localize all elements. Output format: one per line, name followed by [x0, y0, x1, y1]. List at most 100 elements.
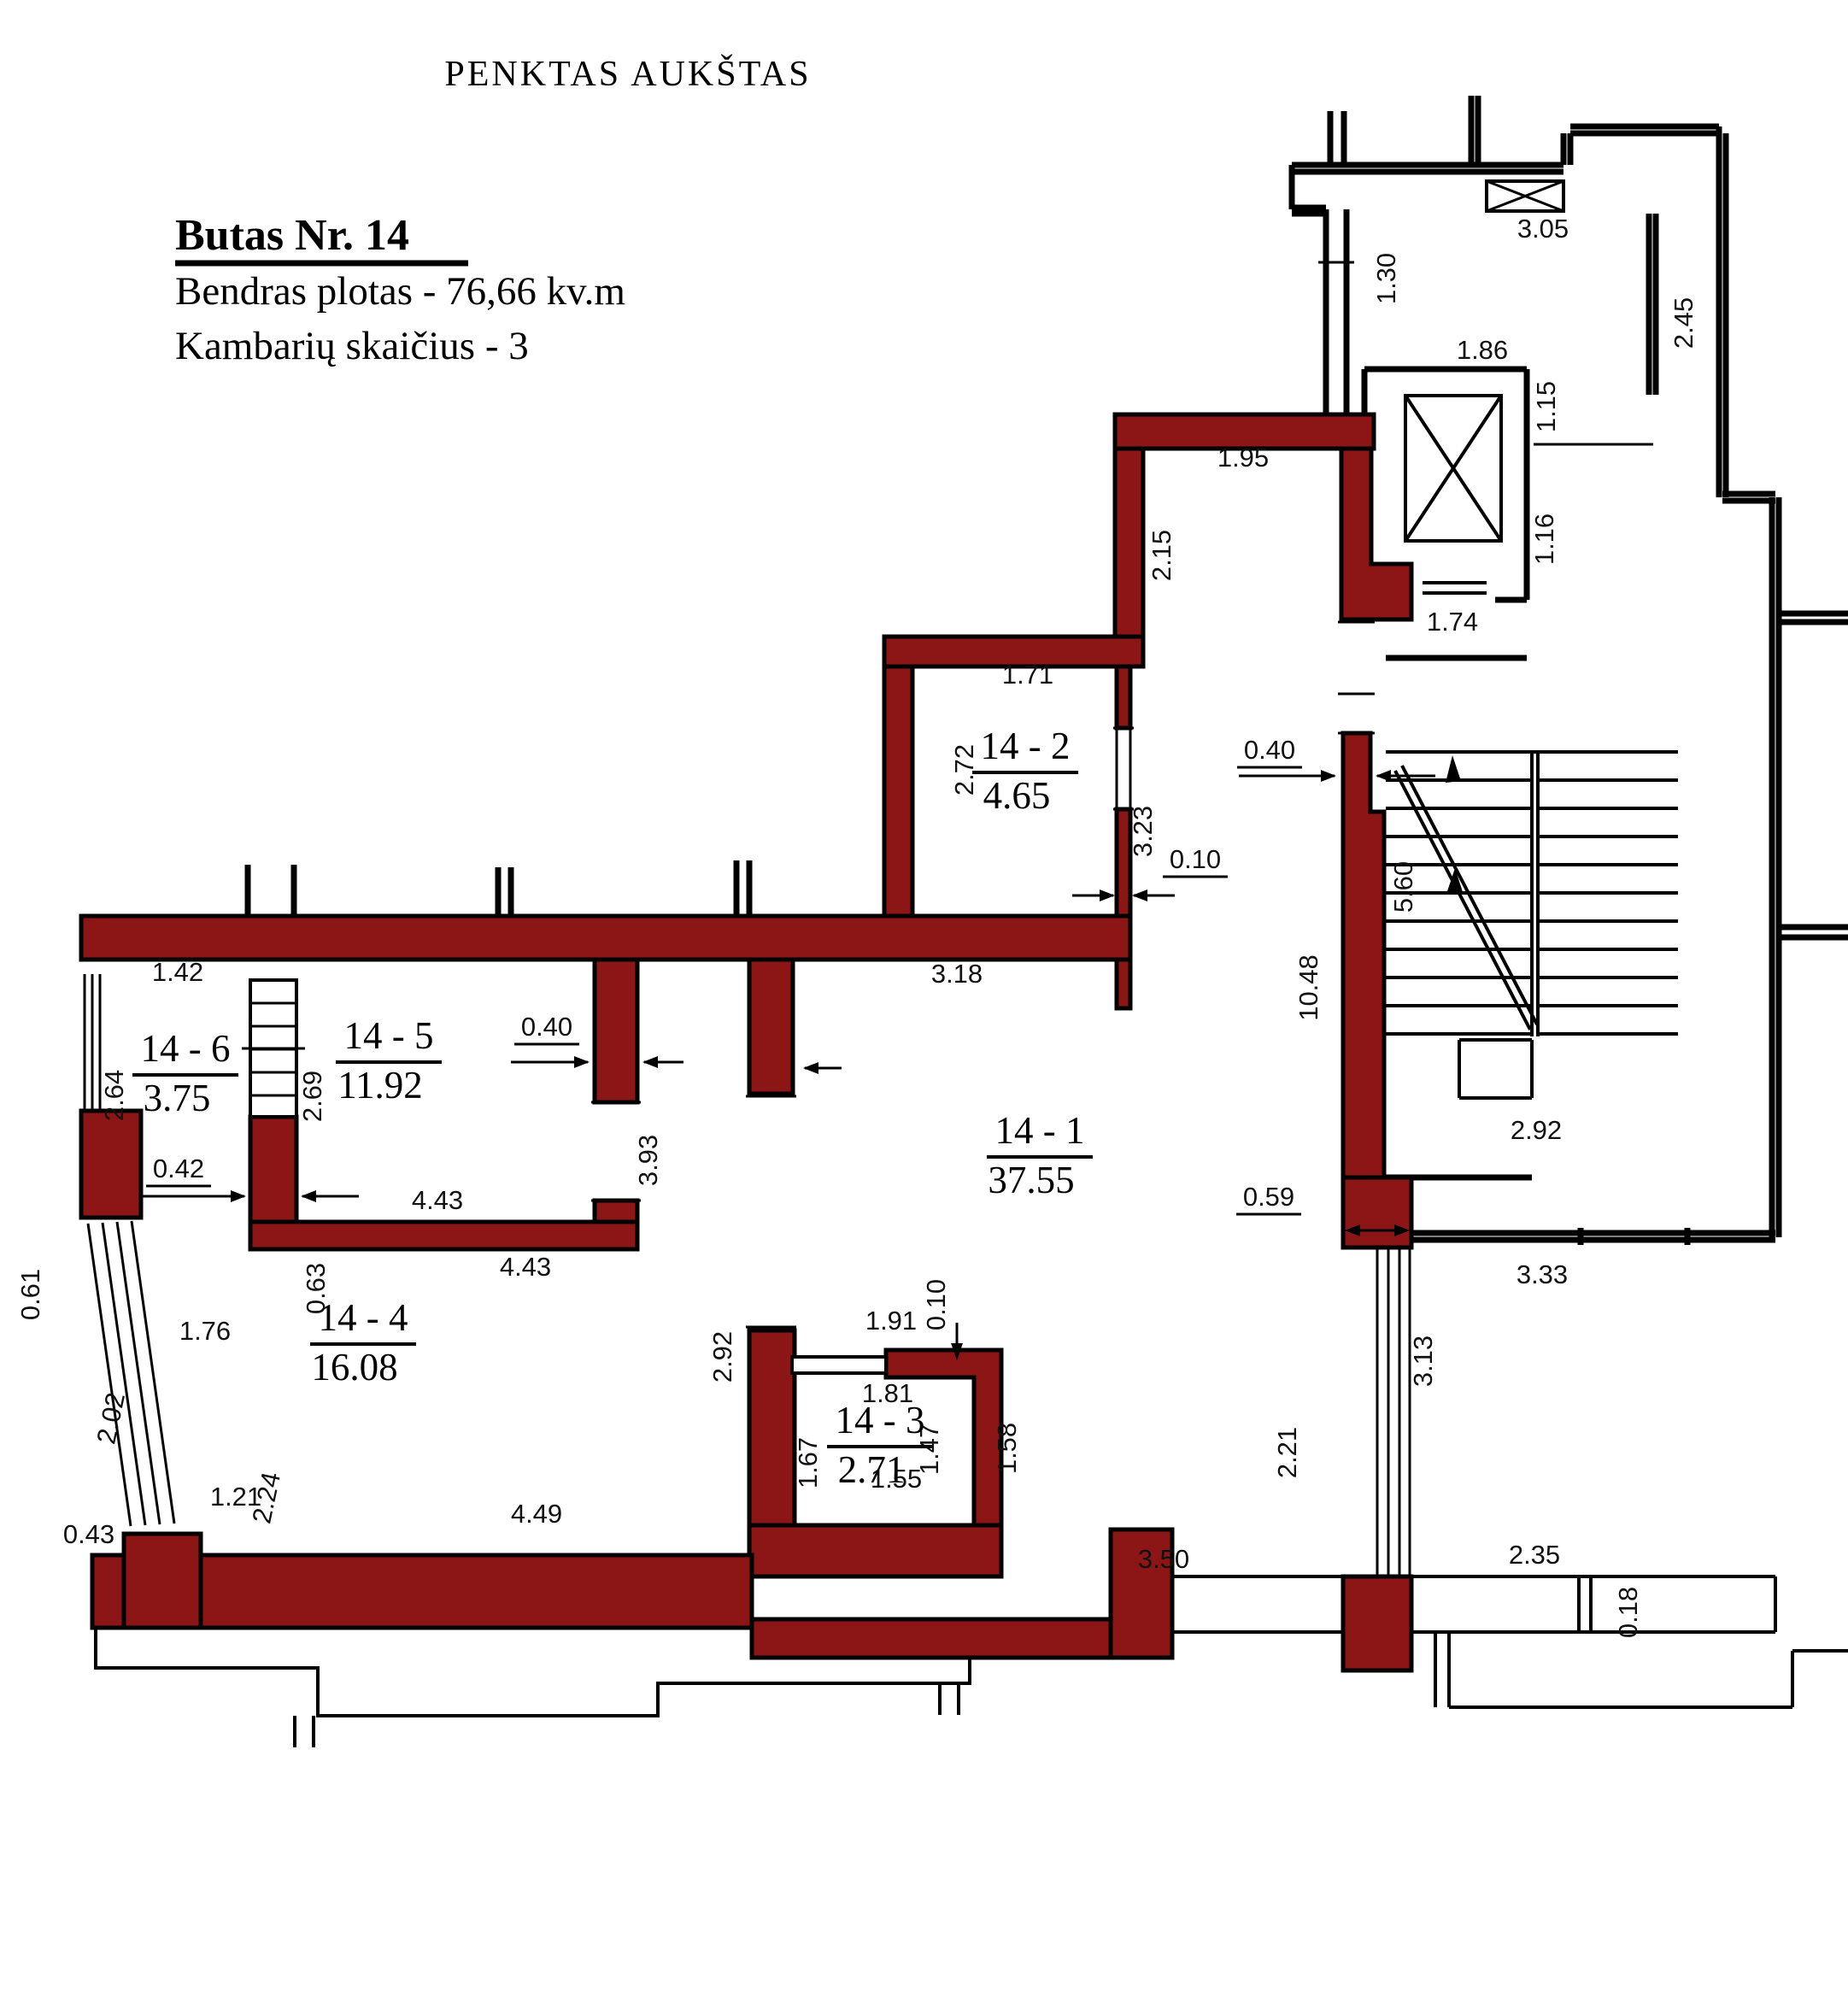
dimension-label: 4.49 [511, 1499, 562, 1529]
stairwell-east-wall [1769, 497, 1848, 1237]
room-number-label: 14 - 2 [981, 725, 1071, 767]
dimension-label: 2.02 [91, 1390, 131, 1447]
dimension-label: 1.76 [179, 1316, 231, 1346]
elevator-door-icon [1423, 581, 1487, 595]
dimension-label: 3.05 [1517, 214, 1569, 244]
stair-direction-line [1393, 765, 1539, 1030]
dimension-label: 0.40 [1244, 735, 1295, 765]
dimension-label: 2.21 [1272, 1427, 1302, 1478]
dimension-label: 1.86 [1457, 335, 1508, 365]
room6-west-window [83, 974, 102, 1109]
dimension-label: 3.93 [633, 1135, 663, 1186]
east-window [1376, 1249, 1411, 1575]
neighbour-strip-right [1170, 1575, 1777, 1634]
room5-door-jambs [591, 1101, 641, 1202]
dimension-label: 2.69 [297, 1071, 327, 1122]
dimension-label: 0.18 [1613, 1587, 1643, 1638]
dimension-label: 1.21 [210, 1482, 261, 1512]
dimension-label: 3.13 [1408, 1336, 1438, 1387]
dimension-label: 1.42 [152, 957, 203, 987]
dimension-label: 10.48 [1294, 954, 1323, 1021]
windows [83, 620, 1411, 1575]
dimension-label: 5.60 [1388, 861, 1418, 913]
dimension-label: 3.23 [1128, 806, 1158, 857]
dimension-label: 3.33 [1517, 1259, 1568, 1289]
room-area-label: 2.71 [838, 1448, 906, 1491]
dimension-label: 0.61 [15, 1269, 45, 1320]
dimension-label: 2.72 [949, 744, 979, 796]
north-wall [79, 913, 1133, 962]
south-west-pier [121, 1531, 203, 1630]
room5-right-wall [592, 957, 640, 1105]
dimension-label: 1.15 [1531, 381, 1561, 432]
arrowhead-icon [1321, 770, 1336, 782]
dimension-label: 1.58 [992, 1423, 1022, 1474]
dimension-label: 1.74 [1427, 607, 1478, 637]
room5-room4-divider [248, 1219, 640, 1252]
slanted-window [86, 1220, 176, 1527]
dimension-label: 2.15 [1147, 530, 1176, 581]
dimension-label: 3.18 [931, 959, 983, 989]
dimension-label: 1.81 [862, 1378, 913, 1408]
dimension-label: 2.35 [1509, 1540, 1560, 1570]
arrowhead-icon [951, 1343, 963, 1360]
entry-corridor-top-wall [1112, 412, 1376, 451]
dimension-label: 2.92 [707, 1331, 737, 1383]
apartment-walls [79, 412, 1414, 1673]
total-area-line: Bendras plotas - 76,66 kv.m [175, 269, 625, 314]
dimension-label: 4.43 [500, 1252, 551, 1282]
neighbour-outline-bottom-right [1434, 1632, 1848, 1709]
apartment-title: Butas Nr. 14 [175, 211, 409, 260]
dimension-label: 1.30 [1371, 253, 1401, 304]
entry-wall-upper [1339, 446, 1414, 622]
room-area-label: 16.08 [311, 1346, 397, 1388]
room-number-label: 14 - 4 [319, 1296, 408, 1339]
room3-bottom-wall [747, 1523, 1004, 1579]
neighbour-outline-bottom-left [94, 1628, 971, 1747]
room-number-label: 14 - 6 [141, 1027, 231, 1070]
dimension-label: 4.43 [412, 1185, 463, 1215]
arrowhead-icon [1394, 1224, 1410, 1236]
stair-mid-arrow-icon [1446, 868, 1463, 894]
dimension-label: 1.95 [1217, 443, 1269, 473]
room-number-label: 14 - 3 [836, 1399, 925, 1441]
dimension-label: 0.63 [301, 1263, 331, 1314]
dimension-label: 1.55 [871, 1464, 922, 1494]
arrowhead-icon [1100, 889, 1115, 901]
arrowhead-icon [574, 1056, 590, 1068]
arrowhead-icon [803, 1062, 818, 1074]
dimension-label: 2.92 [1511, 1115, 1562, 1145]
arrowhead-icon [1345, 1224, 1360, 1236]
elevator-x-icon [1404, 394, 1503, 543]
dimension-label: 1.71 [1002, 660, 1053, 690]
room-area-label: 11.92 [337, 1064, 423, 1107]
dimension-label: 2.64 [99, 1070, 129, 1121]
hall-wall-stub [747, 957, 795, 1096]
arrowhead-icon [231, 1190, 246, 1202]
room-area-label: 4.65 [983, 774, 1051, 817]
entry-door-jambs [1338, 620, 1375, 735]
room-number-label: 14 - 5 [344, 1014, 434, 1057]
arrowhead-icon [301, 1190, 316, 1202]
east-wall [1341, 731, 1387, 1180]
room4-door-jambs [746, 1095, 796, 1329]
dimension-label: 0.43 [63, 1519, 114, 1549]
wall-stubs-above-north-wall [244, 860, 753, 916]
south-east-block [1341, 1574, 1414, 1673]
stair-treads [1386, 750, 1678, 1100]
dimension-label: 3.50 [1138, 1544, 1189, 1574]
room-number-label: 14 - 1 [995, 1109, 1085, 1152]
top-right-block-walls [1288, 96, 1775, 504]
stair-up-arrow-icon [1446, 755, 1461, 783]
room2-top-wall [882, 634, 1146, 669]
vent-x-icon [1486, 179, 1564, 213]
arrowhead-icon [642, 1056, 658, 1068]
room3-partition [790, 1355, 888, 1375]
arrowhead-icon [1376, 770, 1391, 782]
room-area-label: 3.75 [144, 1077, 211, 1119]
dimension-label: 1.16 [1529, 514, 1559, 565]
east-wall-foot [1341, 1175, 1414, 1250]
